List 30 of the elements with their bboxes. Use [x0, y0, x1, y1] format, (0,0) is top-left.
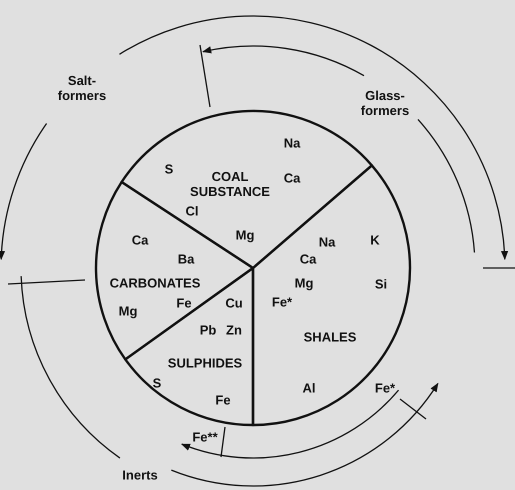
element-symbol: Fe* — [272, 294, 292, 310]
element-symbol: Ba — [178, 252, 194, 266]
element-symbol: Pb — [200, 322, 216, 338]
element-symbol: Ca — [284, 170, 300, 186]
element-symbol: Na — [284, 136, 300, 150]
element-symbol: Ca — [300, 252, 316, 266]
element-symbol: Fe** — [192, 430, 218, 444]
element-symbol: Mg — [236, 228, 254, 242]
element-symbol: Fe — [176, 296, 192, 310]
element-symbol: S — [164, 162, 174, 176]
element-symbol: Ca — [132, 232, 148, 248]
element-symbol: Na — [318, 234, 336, 250]
element-symbol: Fe — [215, 392, 231, 408]
sector-label: SULPHIDES — [168, 356, 242, 370]
element-symbol: Cl — [186, 204, 198, 218]
element-symbol: Fe* — [374, 380, 396, 396]
element-symbol: Zn — [226, 322, 242, 338]
element-symbol: Si — [374, 276, 388, 292]
sector-label: COAL SUBSTANCE — [189, 169, 271, 199]
element-symbol: Mg — [118, 304, 138, 318]
range-label: Glass-formers — [360, 88, 410, 118]
range-label: Salt-formers — [56, 73, 108, 103]
sector-label: SHALES — [304, 330, 356, 344]
element-symbol: K — [370, 232, 380, 248]
element-symbol: Al — [302, 380, 316, 396]
sector-label: CARBONATES — [110, 276, 200, 290]
element-symbol: Mg — [294, 276, 314, 290]
element-symbol: S — [152, 376, 162, 390]
element-symbol: Cu — [225, 296, 243, 310]
element-symbol: Inerts — [122, 468, 158, 482]
